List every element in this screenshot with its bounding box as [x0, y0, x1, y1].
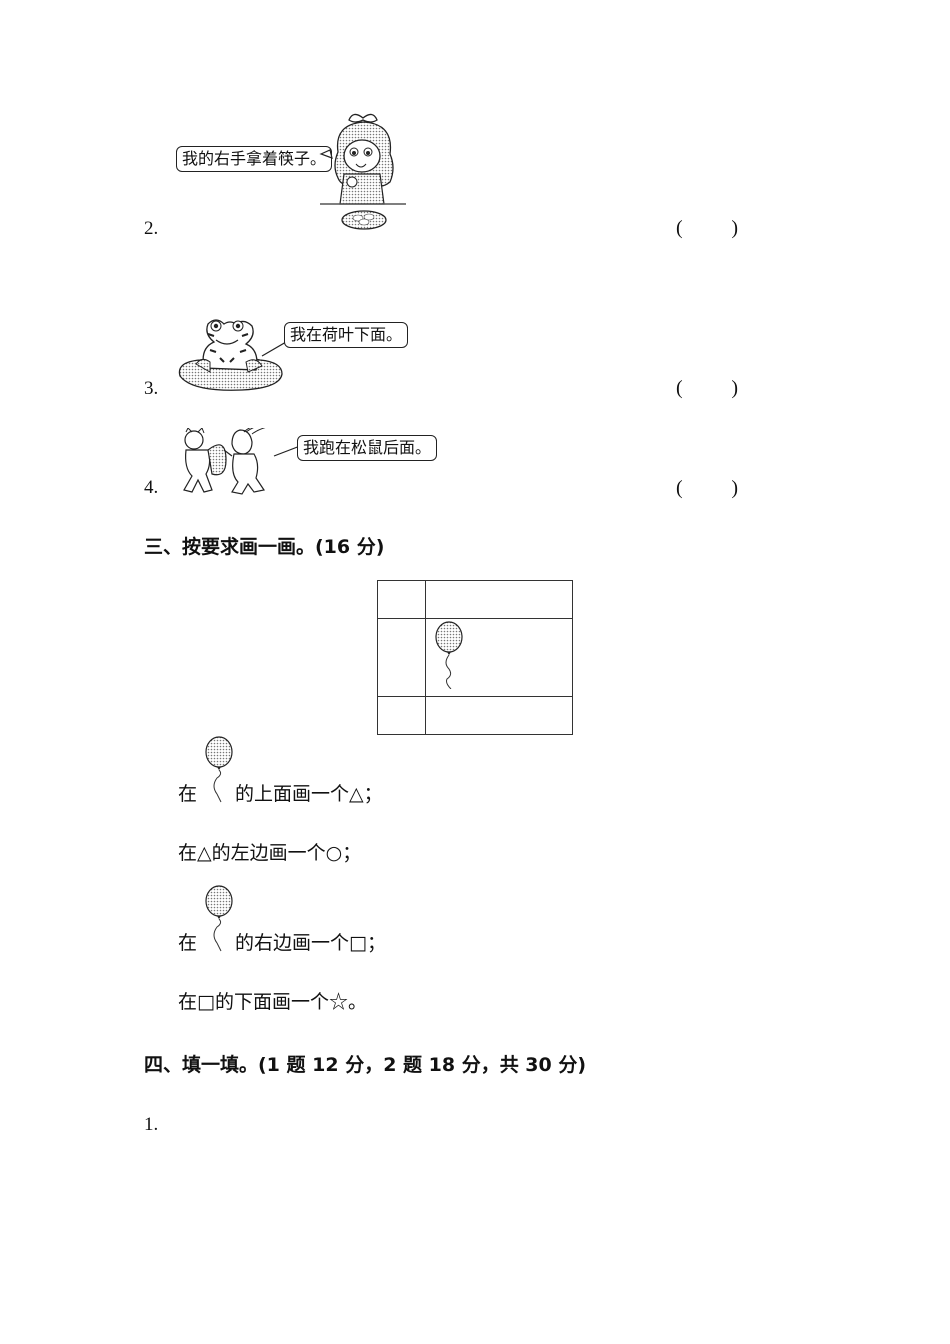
instruction-prefix: 在: [178, 932, 198, 954]
open-paren: (: [676, 377, 683, 399]
close-paren: ): [731, 377, 738, 399]
question-number: 3.: [144, 378, 159, 399]
instruction-prefix: 在: [178, 783, 198, 805]
open-paren: (: [676, 217, 683, 239]
close-paren: ): [731, 217, 738, 239]
girl-with-chopsticks-illustration: [319, 113, 406, 230]
answer-blank[interactable]: ( ): [676, 477, 738, 500]
instruction-text: 的右边画一个□；: [235, 932, 386, 954]
section-4-heading: 四、填一填。(1 题 12 分，2 题 18 分，共 30 分): [144, 1054, 587, 1076]
grid-cell[interactable]: [425, 696, 573, 735]
instruction-4: 在□的下面画一个☆。: [178, 987, 367, 1014]
speech-text: 我在荷叶下面。: [290, 325, 403, 344]
grid-cell[interactable]: [425, 618, 573, 697]
balloon-icon: [205, 885, 233, 952]
speech-bubble: 我的右手拿着筷子。: [176, 146, 333, 172]
grid-cell[interactable]: [377, 580, 426, 619]
instruction-text: 在□的下面画一个☆。: [178, 991, 367, 1013]
instruction-text: 的上面画一个△；: [235, 783, 383, 805]
instruction-text: 在△的左边画一个○；: [178, 842, 362, 864]
frog-on-lotus-leaf-illustration: [178, 319, 286, 391]
drawing-grid[interactable]: [377, 580, 573, 735]
instruction-1: 在 的上面画一个△；: [178, 736, 383, 806]
question-number: 2.: [144, 218, 159, 239]
squirrel-and-rabbit-illustration: [183, 428, 300, 495]
grid-cell[interactable]: [377, 696, 426, 735]
question-number: 1.: [144, 1114, 159, 1135]
balloon-icon: [205, 736, 233, 803]
speech-bubble: 我跑在松鼠后面。: [297, 435, 438, 461]
answer-blank[interactable]: ( ): [676, 377, 738, 400]
speech-bubble: 我在荷叶下面。: [284, 322, 409, 348]
grid-row: [377, 696, 573, 735]
open-paren: (: [676, 477, 683, 499]
grid-row: [377, 580, 573, 619]
speech-text: 我跑在松鼠后面。: [303, 438, 432, 457]
speech-text: 我的右手拿着筷子。: [182, 149, 327, 168]
close-paren: ): [731, 477, 738, 499]
balloon-icon: [435, 621, 463, 689]
section-3-heading: 三、按要求画一画。(16 分): [144, 536, 385, 558]
grid-table: [377, 580, 573, 735]
grid-cell[interactable]: [377, 618, 426, 697]
grid-cell[interactable]: [425, 580, 573, 619]
grid-row: [377, 618, 573, 697]
answer-blank[interactable]: ( ): [676, 217, 738, 240]
instruction-3: 在 的右边画一个□；: [178, 885, 386, 955]
question-number: 4.: [144, 477, 159, 498]
instruction-2: 在△的左边画一个○；: [178, 838, 361, 865]
